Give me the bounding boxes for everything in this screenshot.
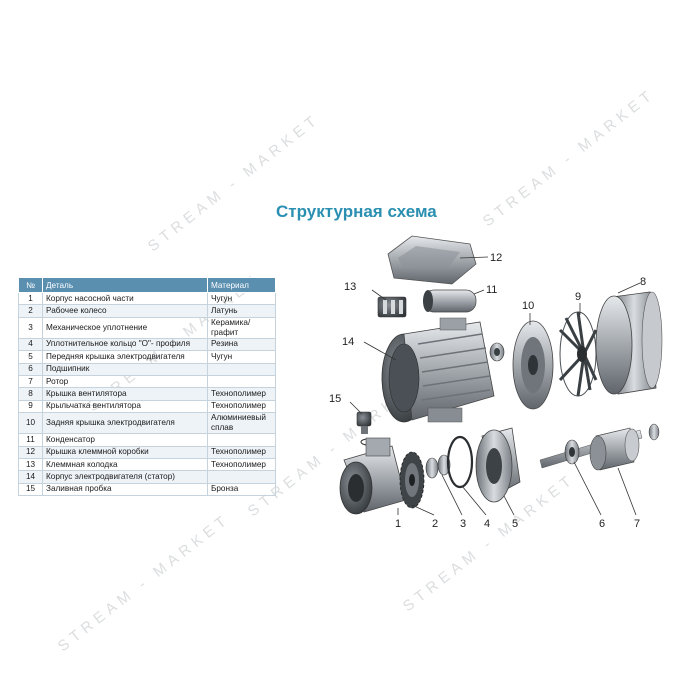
row-material: Технополимер — [207, 400, 276, 414]
row-num: 14 — [18, 470, 43, 484]
row-num: 1 — [18, 292, 43, 306]
terminal-block-part — [377, 296, 407, 318]
row-num: 8 — [18, 387, 43, 401]
row-part: Передняя крышка электродвигателя — [42, 350, 208, 364]
row-material — [207, 470, 276, 484]
fan-impeller-part — [558, 311, 598, 397]
row-num: 2 — [18, 304, 43, 318]
row-num: 5 — [18, 350, 43, 364]
row-material: Технополимер — [207, 387, 276, 401]
capacitor-part — [423, 289, 477, 313]
callout-4: 4 — [484, 518, 490, 530]
row-material — [207, 375, 276, 389]
impeller-part — [399, 451, 425, 509]
row-part: Заливная пробка — [42, 483, 208, 497]
header-num: № — [18, 277, 43, 293]
rotor-part — [589, 423, 660, 471]
row-num: 6 — [18, 363, 43, 376]
row-part: Корпус насосной части — [42, 292, 208, 306]
row-material: Латунь — [207, 304, 276, 318]
row-part: Конденсатор — [42, 433, 208, 447]
row-num: 3 — [18, 317, 43, 339]
row-part: Механическое уплотнение — [42, 317, 208, 339]
header-part: Деталь — [42, 277, 208, 293]
o-ring-part — [446, 435, 474, 489]
fan-cover-part — [595, 291, 663, 395]
row-part: Крышка клеммной коробки — [42, 446, 208, 459]
callout-5: 5 — [512, 518, 518, 530]
pump-body-part — [339, 437, 407, 515]
row-material — [207, 433, 276, 447]
callout-14: 14 — [342, 336, 354, 348]
callout-7: 7 — [634, 518, 640, 530]
row-num: 15 — [18, 483, 43, 497]
row-part: Подшипник — [42, 363, 208, 376]
bearing-small-part — [489, 342, 505, 362]
mechanical-seal-part — [425, 454, 451, 479]
row-num: 10 — [18, 412, 43, 435]
callout-13: 13 — [344, 281, 356, 293]
row-part: Клеммная колодка — [42, 458, 208, 472]
row-num: 9 — [18, 400, 43, 414]
callout-1: 1 — [395, 518, 401, 530]
row-material: Резина — [207, 338, 276, 352]
row-num: 13 — [18, 458, 43, 472]
row-num: 11 — [18, 433, 43, 447]
row-material: Керамика/графит — [207, 317, 276, 339]
callout-2: 2 — [432, 518, 438, 530]
row-material: Технополимер — [207, 446, 276, 459]
header-material: Материал — [207, 277, 276, 293]
row-part: Задняя крышка электродвигателя — [42, 412, 208, 435]
callout-9: 9 — [575, 291, 581, 303]
table-header-row: № Деталь Материал — [18, 277, 276, 293]
callout-8: 8 — [640, 276, 646, 288]
row-part: Ротор — [42, 375, 208, 389]
terminal-box-cover-part — [387, 235, 477, 285]
callout-3: 3 — [460, 518, 466, 530]
row-part: Крышка вентилятора — [42, 387, 208, 401]
row-part: Корпус электродвигателя (статор) — [42, 470, 208, 484]
callout-leaders — [349, 256, 641, 516]
diagram-title: Структурная схема — [276, 202, 437, 221]
row-material: Чугун — [207, 350, 276, 364]
row-material: Технополимер — [207, 458, 276, 472]
callout-10: 10 — [522, 300, 534, 312]
row-material — [207, 363, 276, 376]
callout-6: 6 — [599, 518, 605, 530]
motor-housing-part — [381, 317, 495, 423]
bearing-part — [564, 439, 580, 465]
row-num: 12 — [18, 446, 43, 459]
callout-11: 11 — [486, 284, 497, 296]
row-material: Алюминиевый сплав — [207, 412, 276, 435]
callout-12: 12 — [490, 252, 502, 264]
front-motor-cover-part — [475, 427, 521, 503]
row-part: Крыльчатка вентилятора — [42, 400, 208, 414]
row-num: 4 — [18, 338, 43, 352]
rear-motor-cover-part — [512, 320, 554, 410]
row-material: Бронза — [207, 483, 276, 497]
callout-15: 15 — [329, 393, 341, 405]
row-num: 7 — [18, 375, 43, 389]
row-part: Рабочее колесо — [42, 304, 208, 318]
row-material: Чугун — [207, 292, 276, 306]
row-part: Уплотнительное кольцо "О"- профиля — [42, 338, 208, 352]
